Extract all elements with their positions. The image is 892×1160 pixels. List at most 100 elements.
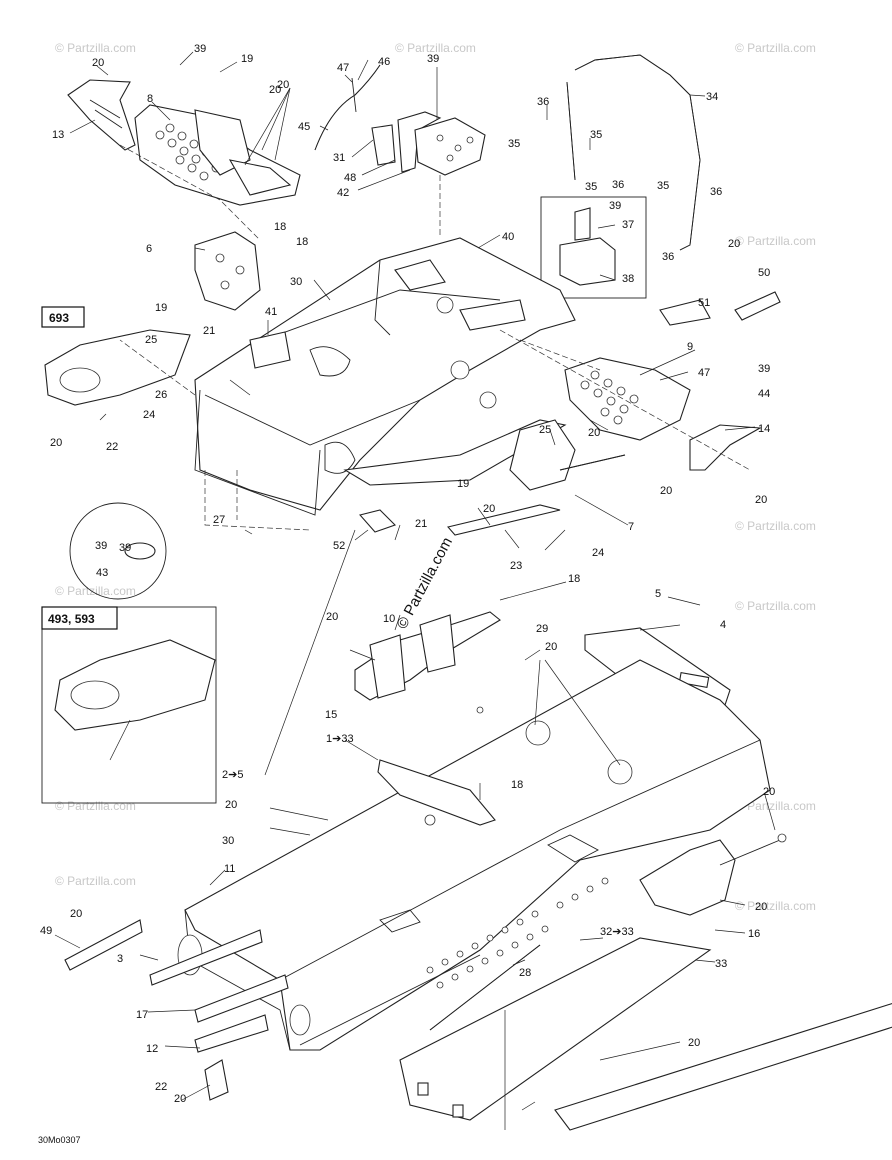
callout-number: 35 bbox=[508, 138, 520, 150]
callout-number: 39 bbox=[609, 200, 621, 212]
callout-number: 49 bbox=[40, 925, 52, 937]
callout-number: 44 bbox=[758, 388, 770, 400]
watermark-tile: © Partzilla.com bbox=[395, 41, 476, 55]
callout-number: 39 bbox=[194, 43, 206, 55]
callout-number: 30 bbox=[290, 276, 302, 288]
callout-number: 39 bbox=[95, 540, 107, 552]
callout-number: 36 bbox=[662, 251, 674, 263]
watermark-tile: © Partzilla.com bbox=[55, 799, 136, 813]
callout-number: 18 bbox=[511, 779, 523, 791]
callout-number: 35 bbox=[585, 181, 597, 193]
callout-number: 20 bbox=[269, 84, 281, 96]
callout-number: 20 bbox=[70, 908, 82, 920]
watermark-tile: © Partzilla.com bbox=[735, 519, 816, 533]
angle-16 bbox=[64, 919, 143, 971]
bracket-7 bbox=[509, 419, 576, 491]
callout-number: 4 bbox=[720, 619, 726, 631]
callout-number: 1➔33 bbox=[326, 733, 354, 745]
callout-number: 41 bbox=[265, 306, 277, 318]
callout-number: 37 bbox=[622, 219, 634, 231]
skid-strip-33 bbox=[554, 1003, 892, 1131]
callout-number: 21 bbox=[203, 325, 215, 337]
angle-17 bbox=[194, 1014, 269, 1053]
strip-50 bbox=[734, 291, 781, 321]
callout-number: 22 bbox=[155, 1081, 167, 1093]
watermark-tile: © Partzilla.com bbox=[735, 41, 816, 55]
callout-number: 21 bbox=[415, 518, 427, 530]
callout-number: 47 bbox=[337, 62, 349, 74]
callout-number: 29 bbox=[536, 623, 548, 635]
callout-number: 6 bbox=[146, 243, 152, 255]
callout-number: 52 bbox=[333, 540, 345, 552]
bracket-13-shape bbox=[67, 79, 136, 151]
bracket-14 bbox=[689, 424, 762, 471]
callout-number: 12 bbox=[146, 1043, 158, 1055]
bracket-15 bbox=[377, 759, 496, 826]
callout-number: 36 bbox=[537, 96, 549, 108]
callout-number: 47 bbox=[698, 367, 710, 379]
callout-number: 24 bbox=[592, 547, 604, 559]
rod-23 bbox=[446, 504, 561, 536]
callout-number: 20 bbox=[660, 485, 672, 497]
plate-12 bbox=[204, 1059, 229, 1101]
steering-bracket-6 bbox=[194, 231, 261, 311]
variant-box-493-593 bbox=[41, 606, 217, 804]
callout-number: 15 bbox=[325, 709, 337, 721]
callout-number: 36 bbox=[710, 186, 722, 198]
perforated-plate-9 bbox=[564, 357, 691, 441]
bracket-42 bbox=[414, 117, 486, 176]
bracket-52 bbox=[358, 509, 397, 533]
watermark-tile: © Partzilla.com bbox=[55, 584, 136, 598]
callout-number: 20 bbox=[588, 427, 600, 439]
callout-number: 51 bbox=[698, 297, 710, 309]
callout-number: 25 bbox=[539, 424, 551, 436]
callout-number: 22 bbox=[106, 441, 118, 453]
callout-number: 9 bbox=[687, 341, 693, 353]
callout-number: 36 bbox=[612, 179, 624, 191]
callout-number: 39 bbox=[119, 542, 131, 554]
tunnel-perforations bbox=[426, 877, 609, 989]
callout-number: 20 bbox=[50, 437, 62, 449]
callout-number: 50 bbox=[758, 267, 770, 279]
callout-number: 7 bbox=[628, 521, 634, 533]
callout-number: 17 bbox=[136, 1009, 148, 1021]
callout-number: 27 bbox=[213, 514, 225, 526]
bracket-11 bbox=[639, 839, 736, 916]
panel-22-693 bbox=[44, 329, 191, 406]
callout-number: 19 bbox=[457, 478, 469, 490]
callout-number: 8 bbox=[147, 93, 153, 105]
watermark-tile: © Partzilla.com bbox=[55, 874, 136, 888]
callout-number: 39 bbox=[758, 363, 770, 375]
callout-number: 10 bbox=[383, 613, 395, 625]
callout-number: 19 bbox=[155, 302, 167, 314]
callout-number: 25 bbox=[145, 334, 157, 346]
callout-number: 48 bbox=[344, 172, 356, 184]
angle-28 bbox=[149, 929, 263, 986]
callout-number: 35 bbox=[657, 180, 669, 192]
callout-number: 20 bbox=[755, 494, 767, 506]
callout-number: 30 bbox=[222, 835, 234, 847]
callout-number: 19 bbox=[241, 53, 253, 65]
variant-label-693: 693 bbox=[49, 311, 69, 325]
callout-number: 13 bbox=[52, 129, 64, 141]
callout-number: 18 bbox=[296, 236, 308, 248]
callout-number: 23 bbox=[510, 560, 522, 572]
callout-number: 45 bbox=[298, 121, 310, 133]
handle-loop-34 bbox=[574, 54, 701, 251]
callout-number: 20 bbox=[728, 238, 740, 250]
callout-number: 34 bbox=[706, 91, 718, 103]
callout-number: 40 bbox=[502, 231, 514, 243]
callout-number: 39 bbox=[427, 53, 439, 65]
bracket-51 bbox=[659, 299, 711, 326]
parts-artwork bbox=[41, 54, 892, 1131]
callout-number: 31 bbox=[333, 152, 345, 164]
callout-number: 43 bbox=[96, 567, 108, 579]
watermark-tile: © Partzilla.com bbox=[735, 234, 816, 248]
watermark-tile: © Partzilla.com bbox=[55, 41, 136, 55]
callout-number: 20 bbox=[174, 1093, 186, 1105]
callout-number: 5 bbox=[655, 588, 661, 600]
callout-number: 20 bbox=[92, 57, 104, 69]
